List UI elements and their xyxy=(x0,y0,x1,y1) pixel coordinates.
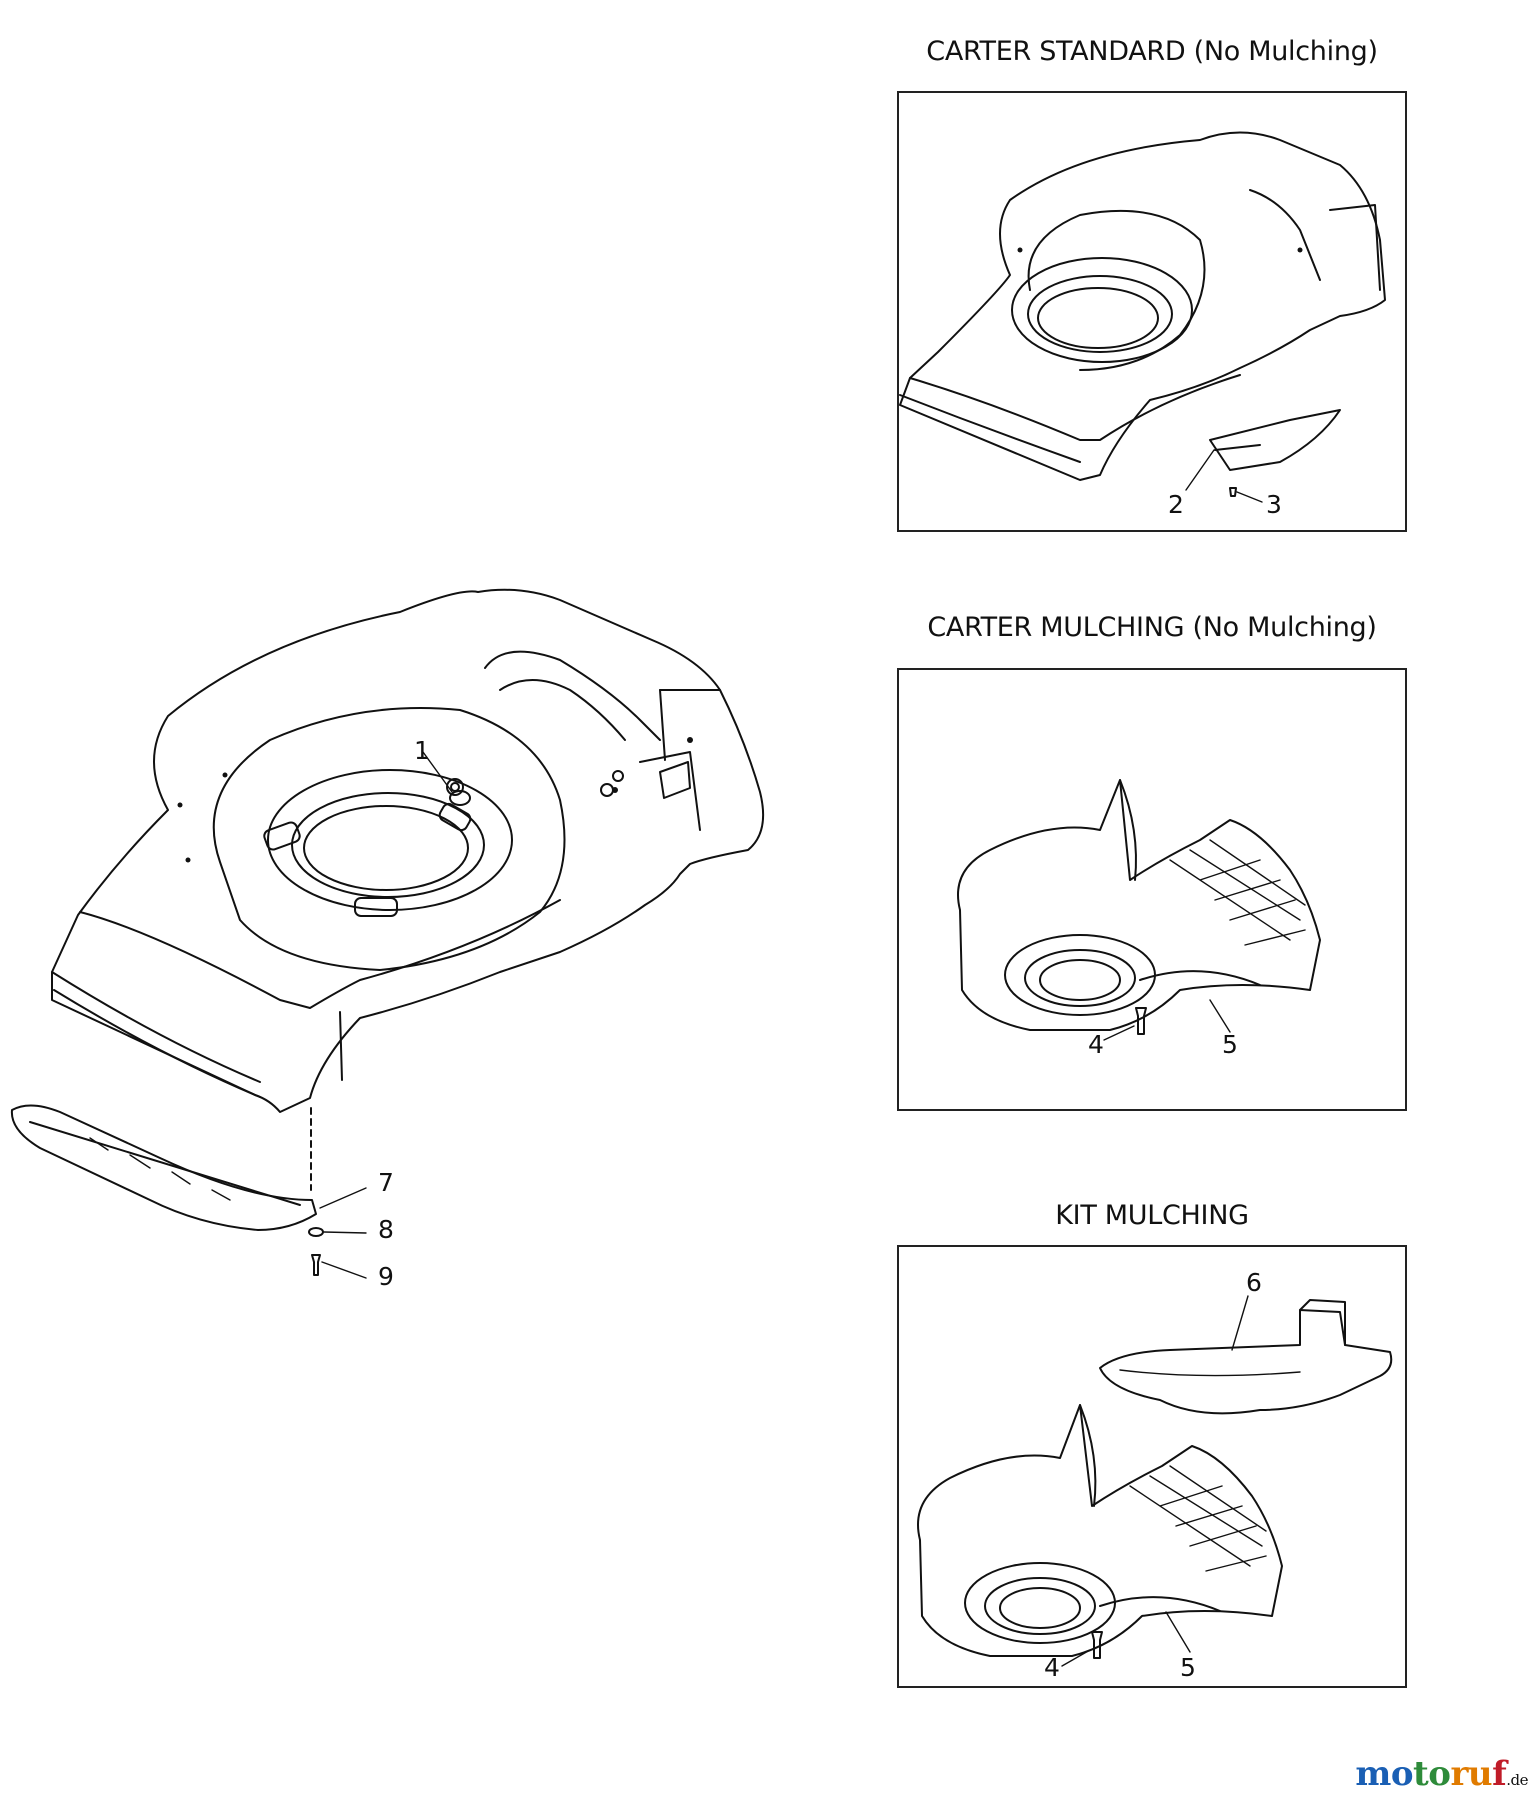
callout-4: 4 xyxy=(1088,1030,1104,1059)
callout-5: 5 xyxy=(1222,1030,1238,1059)
logo-letter: o xyxy=(1390,1754,1414,1794)
logo-letter: f xyxy=(1492,1754,1507,1794)
logo-suffix: .de xyxy=(1506,1771,1528,1789)
logo-letter: m xyxy=(1355,1754,1391,1794)
callout-8: 8 xyxy=(378,1215,394,1244)
callout-7: 7 xyxy=(378,1168,394,1197)
callout-2: 2 xyxy=(1168,490,1184,519)
mulching-insert-drawing-1 xyxy=(957,779,1321,1041)
panel-title-standard: CARTER STANDARD (No Mulching) xyxy=(926,36,1378,67)
callout-4-kit: 4 xyxy=(1044,1653,1060,1682)
standard-deck-drawing xyxy=(899,131,1386,503)
panel-title-kit: KIT MULCHING xyxy=(1055,1200,1249,1231)
logo-letter: r xyxy=(1450,1754,1468,1794)
logo-text: motoruf xyxy=(1355,1754,1506,1794)
callout-6: 6 xyxy=(1246,1268,1262,1297)
logo-letter: o xyxy=(1428,1754,1451,1794)
callout-3: 3 xyxy=(1266,490,1282,519)
main-mower-deck-drawing xyxy=(10,588,765,1279)
motoruf-logo: motoruf.de xyxy=(1355,1754,1528,1794)
panel-title-mulching: CARTER MULCHING (No Mulching) xyxy=(927,612,1377,643)
mulching-plate-drawing xyxy=(1099,1295,1393,1415)
callout-5-kit: 5 xyxy=(1180,1653,1196,1682)
callout-9: 9 xyxy=(378,1262,394,1291)
mulching-insert-drawing-2 xyxy=(917,1404,1283,1667)
logo-letter: t xyxy=(1413,1754,1429,1794)
logo-letter: u xyxy=(1467,1754,1493,1794)
callout-1: 1 xyxy=(414,736,430,765)
